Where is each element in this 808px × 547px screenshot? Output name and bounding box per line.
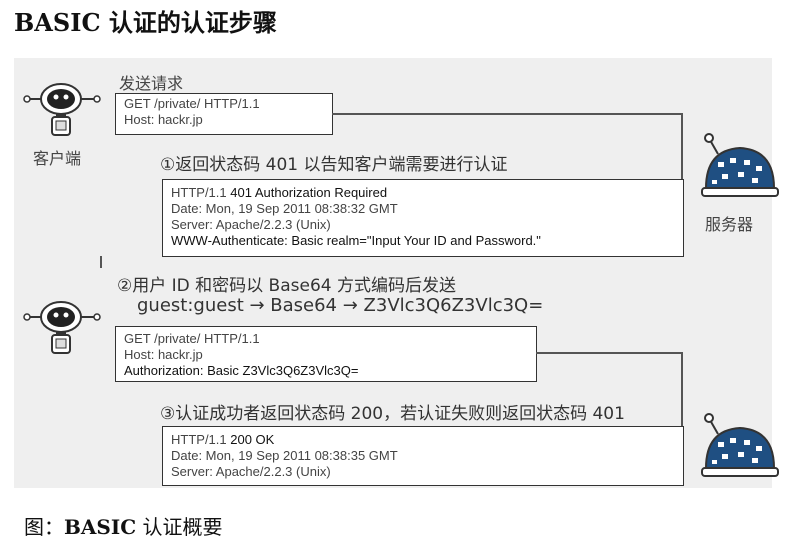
client-label: 客户端 (33, 149, 82, 168)
server-dome-icon (700, 132, 780, 204)
client-robot-icon (22, 298, 102, 356)
connector-line (681, 113, 683, 179)
server-label: 服务器 (705, 215, 754, 234)
encoding-line: guest:guest → Base64 → Z3Vlc3Q6Z3Vlc3Q= (137, 295, 544, 316)
request2-line1: GET /private/ HTTP/1.1 (124, 331, 260, 346)
response1-version: HTTP/1.1 (171, 185, 231, 200)
step2-text: ②用户 ID 和密码以 Base64 方式编码后发送 (117, 276, 456, 296)
connector-line (100, 256, 102, 268)
step1-text: ①返回状态码 401 以告知客户端需要进行认证 (160, 155, 508, 175)
caption-prefix: 图： (24, 515, 64, 539)
response2-status: 200 OK (230, 432, 275, 447)
response1-date: Date: Mon, 19 Sep 2011 08:38:32 GMT (171, 201, 398, 216)
request1-line1: GET /private/ HTTP/1.1 (124, 96, 260, 111)
connector-line (332, 113, 682, 115)
figure-caption: 图：BASIC 认证概要 (24, 511, 223, 540)
request2-line2: Host: hackr.jp (124, 347, 203, 362)
server-dome-icon (700, 412, 780, 484)
caption-bold: BASIC (64, 515, 137, 539)
response1-server: Server: Apache/2.2.3 (Unix) (171, 217, 331, 232)
response-box-2: HTTP/1.1 200 OK Date: Mon, 19 Sep 2011 0… (162, 426, 684, 486)
response2-date: Date: Mon, 19 Sep 2011 08:38:35 GMT (171, 448, 398, 463)
response1-www-authenticate: WWW-Authenticate: Basic realm="Input You… (171, 233, 541, 248)
request-box-2: GET /private/ HTTP/1.1 Host: hackr.jp Au… (115, 326, 537, 382)
request2-authorization: Authorization: Basic Z3Vlc3Q6Z3Vlc3Q= (124, 363, 359, 378)
caption-rest: 认证概要 (136, 515, 223, 539)
response1-status: 401 Authorization Required (230, 185, 388, 200)
response-box-1: HTTP/1.1 401 Authorization Required Date… (162, 179, 684, 257)
connector-line (536, 352, 682, 354)
diagram-title: BASIC 认证的认证步骤 (14, 8, 277, 37)
request-box-1: GET /private/ HTTP/1.1 Host: hackr.jp (115, 93, 333, 135)
client-robot-icon (22, 80, 102, 138)
send-request-label: 发送请求 (119, 74, 184, 93)
response2-server: Server: Apache/2.2.3 (Unix) (171, 464, 331, 479)
request1-line2: Host: hackr.jp (124, 112, 203, 127)
step3-text: ③认证成功者返回状态码 200，若认证失败则返回状态码 401 (160, 404, 625, 424)
connector-line (681, 352, 683, 426)
response2-version: HTTP/1.1 (171, 432, 231, 447)
